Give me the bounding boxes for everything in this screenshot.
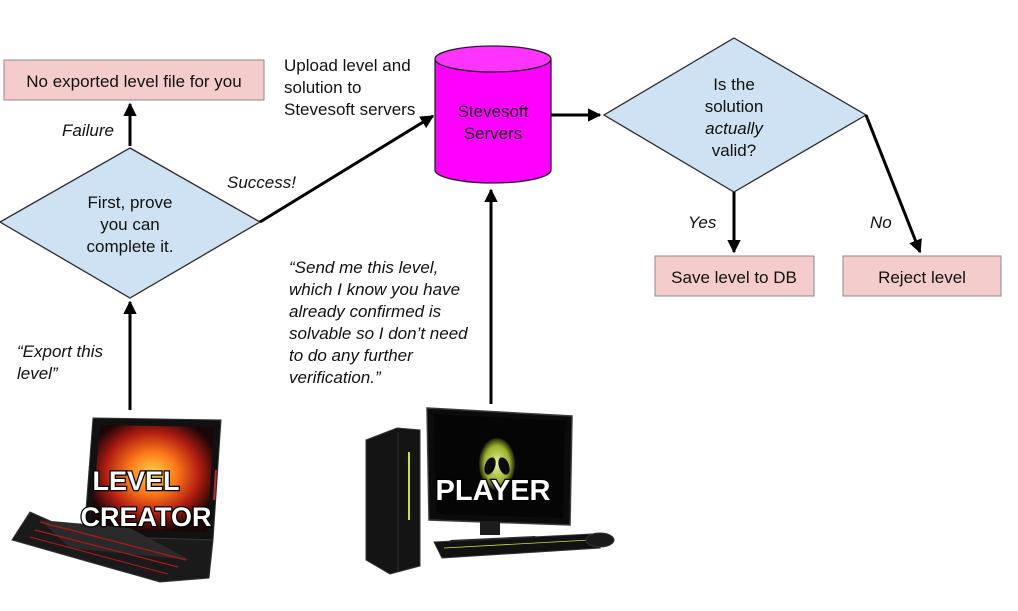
yes-label: Yes [688,213,717,232]
reject-level-box: Reject level [842,255,1002,297]
valid-line-2: solution [705,97,764,116]
stevesoft-servers-cylinder: Stevesoft Servers [434,45,552,184]
prove-diamond: First, prove you can complete it. [0,147,262,299]
level-creator-line-1: LEVEL [92,466,179,496]
save-level-box: Save level to DB [654,255,815,297]
prove-line-2: you can [100,215,160,234]
player-quote-line-6: verification.” [289,368,382,387]
upload-line-1: Upload level and [284,56,411,75]
player-quote-line-4: solvable so I don’t need [289,324,468,343]
save-label: Save level to DB [671,268,797,287]
player-device-label: PLAYER [436,475,551,507]
level-creator-line-2: CREATOR [80,502,211,532]
player-quote: “Send me this level, which I know you ha… [289,258,468,387]
no-export-label: No exported level file for you [26,72,241,91]
upload-line-3: Stevesoft servers [284,100,415,119]
servers-line-2: Servers [464,124,523,143]
valid-line-3: actually [705,119,764,138]
export-quote-line-1: “Export this [17,342,103,361]
player-quote-line-2: which I know you have [289,280,460,299]
servers-line-1: Stevesoft [458,102,529,121]
prove-line-3: complete it. [87,237,174,256]
failure-label: Failure [62,121,114,140]
player-quote-line-1: “Send me this level, [289,258,438,277]
success-arrow [259,114,435,224]
validation-diamond: Is the solution actually valid? [602,37,868,193]
prove-line-1: First, prove [87,193,172,212]
success-label: Success! [227,173,296,192]
player-quote-line-5: to do any further [289,346,414,365]
reject-label: Reject level [878,268,966,287]
upload-line-2: solution to [284,78,362,97]
export-quote-line-2: level” [17,364,59,383]
export-quote: “Export this level” [17,342,103,383]
no-arrow [864,114,922,254]
desktop-illustration: PLAYER [365,407,615,575]
upload-note: Upload level and solution to Stevesoft s… [284,56,415,119]
no-export-box: No exported level file for you [3,59,265,101]
no-label: No [870,213,892,232]
laptop-illustration: LEVEL CREATOR [11,417,222,583]
player-quote-line-3: already confirmed is [289,302,442,321]
valid-line-4: valid? [712,141,756,160]
valid-line-1: Is the [713,75,755,94]
